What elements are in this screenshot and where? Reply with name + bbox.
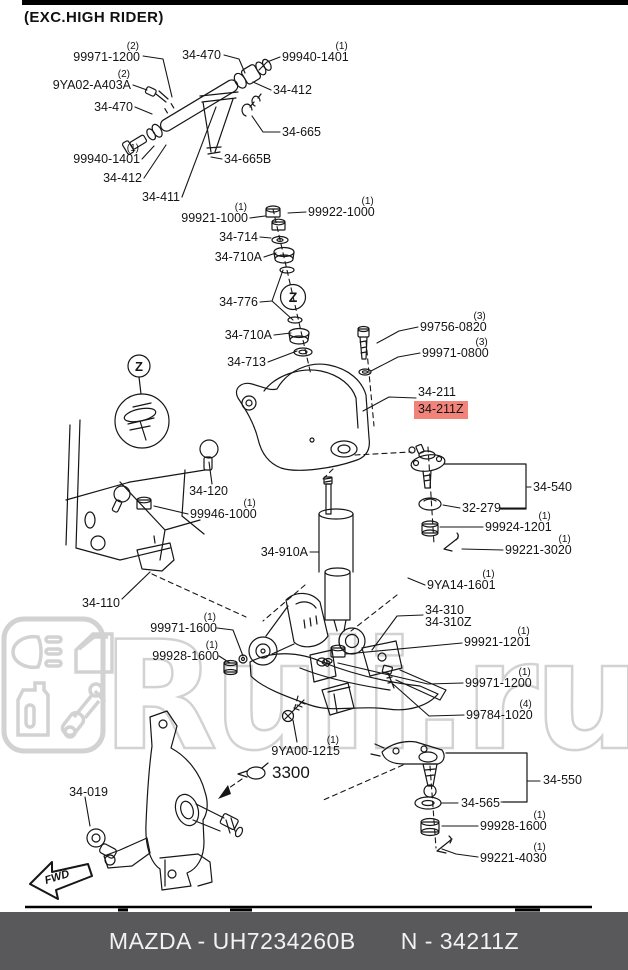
upper-ball-joint-drawing (408, 443, 527, 552)
detail-circle-letter: Z (135, 359, 143, 374)
watermark-text: Ruli.ru (102, 610, 628, 784)
car-door-icon (74, 632, 114, 674)
watermark: Ruli.ru (1, 609, 628, 785)
headlight-icon (11, 634, 63, 670)
oil-can-icon (16, 681, 50, 737)
steering-knuckle-drawing (86, 710, 244, 891)
grease-arrowhead (218, 785, 231, 799)
page-borders (22, 0, 628, 912)
shock-absorber-icon (60, 682, 107, 739)
footer-bar: MAZDA - UH7234260B N - 34211Z (0, 912, 628, 970)
leader-lines (84, 54, 541, 858)
grease-gun-icon (237, 762, 269, 780)
dashed-lines (151, 208, 437, 849)
watermark-logo (1, 616, 114, 754)
lower-control-arm-drawing (223, 592, 447, 723)
page-title: (EXC.HIGH RIDER) (24, 9, 164, 26)
stabilizer-link-drawing (121, 58, 272, 155)
footer-catalog-number: MAZDA - UH7234260B (108, 927, 356, 954)
shock-absorber-drawing (318, 476, 366, 655)
frame-bracket-drawing (65, 354, 219, 572)
detail-circle-letter: Z (289, 289, 298, 305)
arm-bolt-drawing (357, 325, 372, 376)
lower-ball-joint-drawing (370, 740, 528, 854)
footer-part-number: N - 34211Z (400, 927, 520, 954)
fwd-arrow (29, 861, 93, 900)
upper-control-arm-drawing (235, 363, 370, 471)
